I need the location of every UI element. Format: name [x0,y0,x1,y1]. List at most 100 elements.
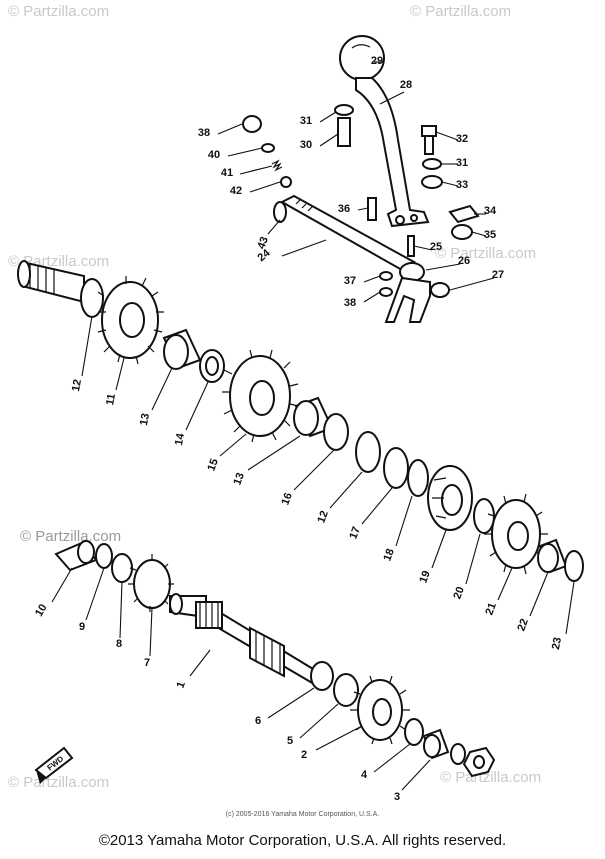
callout-leader-line [413,245,433,251]
gear-teeth [222,349,299,443]
front-marker: FWD [34,746,74,784]
shift-fork [384,276,431,323]
callout-number-17: 17 [347,525,362,541]
thrust-washer [80,278,104,318]
callout-number-42: 42 [230,185,242,197]
thrust-washer [383,447,409,489]
gear-bore [507,521,529,551]
callout-leader-line [185,381,209,431]
collar-part [323,413,349,451]
callout-number-14: 14 [173,432,187,447]
watermark-text: © Partzilla.com [440,769,541,786]
callout-leader-line [329,471,363,509]
watermark-text: © Partzilla.com [410,3,511,20]
callout-leader-line [471,231,487,237]
callout-leader-line [217,123,243,135]
needle-bearing-face [163,334,189,370]
nut-part [451,224,473,240]
pin-part [407,235,415,257]
callout-number-40: 40 [208,149,220,161]
callout-leader-line [115,357,125,391]
watermark-text: © Partzilla.com [435,245,536,262]
callout-labels: 1234567891011121314151316121718192021222… [33,55,564,803]
callout-number-15: 15 [205,457,220,473]
callout-leader-line [401,759,431,791]
gear-bore [249,380,275,416]
front-arrow-head [36,770,46,784]
callout-leader-line [363,291,381,303]
callout-leader-line [319,133,339,147]
callout-number-27: 27 [492,269,504,281]
callout-leader-line [449,277,495,291]
callout-number-22: 22 [515,617,530,633]
watermark-text: © Partzilla.com [8,774,109,791]
knob-highlight [351,44,371,49]
washer-part [334,104,354,116]
watermark-text: © Partzilla.com [20,528,121,545]
callout-leader-line [189,649,211,677]
callout-number-38: 38 [198,127,210,139]
gear-bore [372,698,392,726]
callout-leader-line [267,687,315,719]
thrust-washer [111,553,133,583]
front-arrow-icon [34,746,74,780]
gear-dogs [432,477,447,519]
washer-part [379,271,393,281]
callout-leader-line [51,567,73,603]
callout-number-36: 36 [338,203,350,215]
callout-leader-line [565,581,575,635]
callout-number-43: 43 [255,235,270,251]
gear-teeth [128,554,174,612]
callout-number-7: 7 [144,657,150,669]
callout-number-26: 26 [458,255,470,267]
thrust-washer [404,718,424,746]
callout-leader-line [239,165,273,175]
callout-number-8: 8 [116,638,122,650]
callout-leader-line [149,607,153,657]
callout-leader-line [315,725,363,751]
shaft-splines [295,199,313,212]
circlip-part [407,459,429,497]
shaft-end [169,593,183,615]
shaft-gear-section [195,601,223,629]
callout-leader-line [247,435,301,471]
callout-number-10: 10 [33,602,50,619]
callout-number-1: 1 [174,680,187,690]
bolt-part [337,117,351,147]
ball-part [280,176,292,188]
needle-bearing-face [77,540,95,564]
callout-leader-line [373,743,411,773]
needle-bearing-face [537,543,559,573]
nut-bore [473,755,485,769]
callout-leader-line [293,449,335,491]
circlip-part [310,661,334,691]
callout-number-13: 13 [231,471,246,487]
callout-number-20: 20 [451,585,466,601]
gear-bore [119,302,145,338]
shift-lever-arm [355,77,430,228]
callout-number-25: 25 [430,241,442,253]
shift-shaft [279,194,416,272]
callout-leader-line [497,567,513,601]
callout-leader-line [281,239,327,257]
washer-part [261,143,275,153]
callout-number-5: 5 [287,735,293,747]
circlip-part [430,282,450,298]
shaft-splines [255,631,281,673]
pin-part [367,197,377,221]
callout-leader-line [219,433,247,457]
callout-number-31: 31 [456,157,468,169]
callout-leaders [51,61,575,791]
lever-hole [410,214,418,222]
callout-number-23: 23 [550,636,564,650]
needle-bearing-face [293,400,319,436]
upper-shaft-assembly [17,260,584,582]
callout-number-12: 12 [70,378,84,392]
callout-leader-line [319,111,337,123]
callout-number-13: 13 [138,412,152,426]
bolt-head [421,125,437,137]
callout-number-18: 18 [381,547,396,563]
callout-number-28: 28 [400,79,412,91]
shaft-splines [29,264,55,294]
